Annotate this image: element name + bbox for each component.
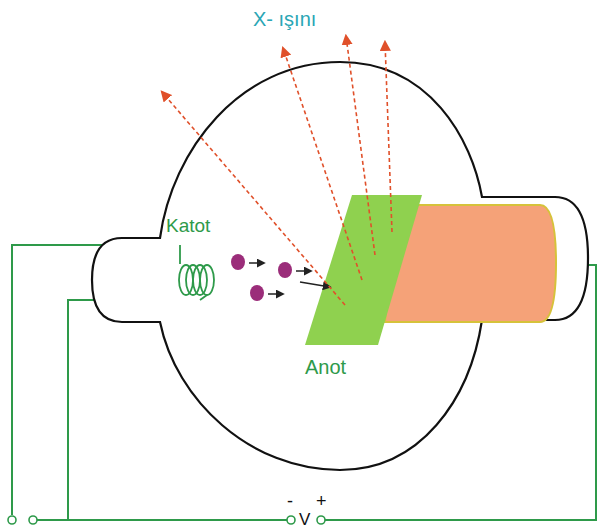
electron-arrow	[268, 293, 283, 295]
terminal	[287, 516, 295, 524]
electron	[278, 262, 292, 278]
terminals	[8, 516, 325, 524]
x-ray	[346, 36, 375, 255]
anode-label: Anot	[305, 356, 346, 378]
electron-arrow	[296, 270, 311, 272]
x-ray	[385, 42, 392, 232]
electron	[250, 285, 264, 301]
anode-target	[305, 195, 422, 345]
coil-lead	[200, 295, 207, 300]
coil-lead	[179, 245, 181, 264]
x-ray-label: X- ışını	[253, 8, 316, 30]
glass-tube	[92, 62, 588, 470]
x-rays	[162, 36, 392, 305]
plus-sign: +	[316, 492, 327, 512]
terminal	[29, 516, 37, 524]
x-ray	[162, 92, 345, 305]
terminal	[317, 516, 325, 524]
coil-loop	[200, 265, 214, 295]
x-ray	[283, 48, 362, 280]
supply-wire	[68, 519, 287, 521]
electron	[231, 254, 245, 270]
terminal	[8, 516, 16, 524]
electron-arrow	[249, 262, 264, 264]
voltage-label: V	[299, 511, 310, 530]
electrons	[231, 254, 330, 301]
minus-sign: -	[287, 492, 293, 512]
cathode-label: Katot	[166, 216, 210, 237]
cathode-coil	[179, 245, 214, 300]
